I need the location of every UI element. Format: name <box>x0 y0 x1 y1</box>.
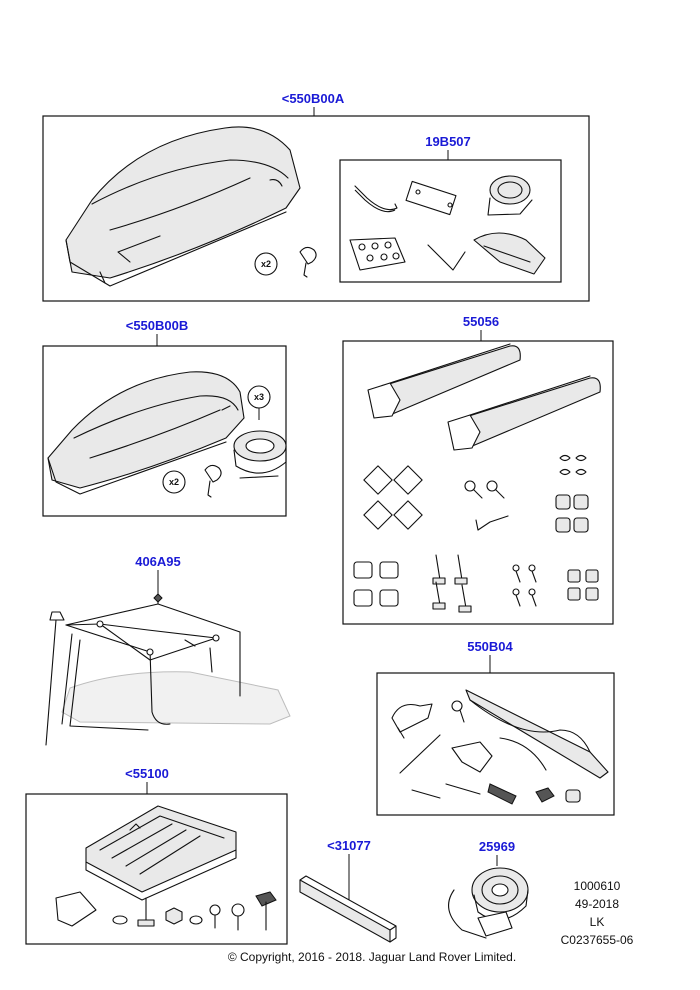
ski-carrier-pads-illustration <box>363 465 423 530</box>
part-link-550b00b[interactable]: <550B00B <box>126 318 189 333</box>
bike-carrier-illustration <box>391 689 609 805</box>
illustration-code: LK <box>590 915 605 929</box>
ski-carrier-keys-illustration <box>464 480 509 531</box>
illustration-date: 49-2018 <box>575 897 619 911</box>
panel-55056 <box>342 340 614 625</box>
panel-550b00a <box>42 115 590 302</box>
part-link-31077[interactable]: <31077 <box>327 838 371 853</box>
part-link-406a95[interactable]: 406A95 <box>135 554 181 569</box>
part-link-550b00a[interactable]: <550B00A <box>282 91 345 106</box>
panel-550b04 <box>376 672 615 816</box>
key-pair-illustration-b: x2 <box>162 464 222 498</box>
key-pair-illustration-a: x2 <box>254 246 317 278</box>
quantity-keys-b: x2 <box>169 477 179 487</box>
roof-box-hoist-illustration <box>45 593 291 746</box>
tape-roll-illustration-b: x3 <box>233 385 287 479</box>
part-link-55100[interactable]: <55100 <box>125 766 169 781</box>
roof-box-small-illustration <box>47 371 245 495</box>
rubber-strip-illustration <box>299 875 397 943</box>
part-link-19b507[interactable]: 19B507 <box>425 134 471 149</box>
ski-carrier-tbolts-illustration <box>432 554 599 613</box>
quantity-tape-b: x3 <box>254 392 264 402</box>
fitting-kit-19b507-illustration <box>349 175 546 275</box>
cargo-basket-hardware-illustration <box>55 891 277 931</box>
illustration-number: 1000610 <box>574 879 621 893</box>
roof-box-large-illustration <box>65 126 301 287</box>
ski-carrier-illustration <box>367 343 601 451</box>
panel-19b507 <box>339 159 562 283</box>
quantity-badge-a <box>254 252 278 276</box>
ski-carrier-nuts-illustration <box>555 454 589 533</box>
illustration-reference: C0237655-06 <box>561 933 634 947</box>
panel-55100 <box>25 793 288 945</box>
copyright-notice: © Copyright, 2016 - 2018. Jaguar Land Ro… <box>228 950 516 964</box>
ratchet-strap-illustration <box>448 867 529 939</box>
quantity-badge-b <box>162 470 186 494</box>
part-link-550b04[interactable]: 550B04 <box>467 639 513 654</box>
part-link-25969[interactable]: 25969 <box>479 839 515 854</box>
quantity-keys-a: x2 <box>261 259 271 269</box>
ski-carrier-clamps-illustration <box>353 561 399 607</box>
part-link-55056[interactable]: 55056 <box>463 314 499 329</box>
panel-550b00b <box>42 345 287 517</box>
cargo-basket-illustration <box>85 805 237 901</box>
